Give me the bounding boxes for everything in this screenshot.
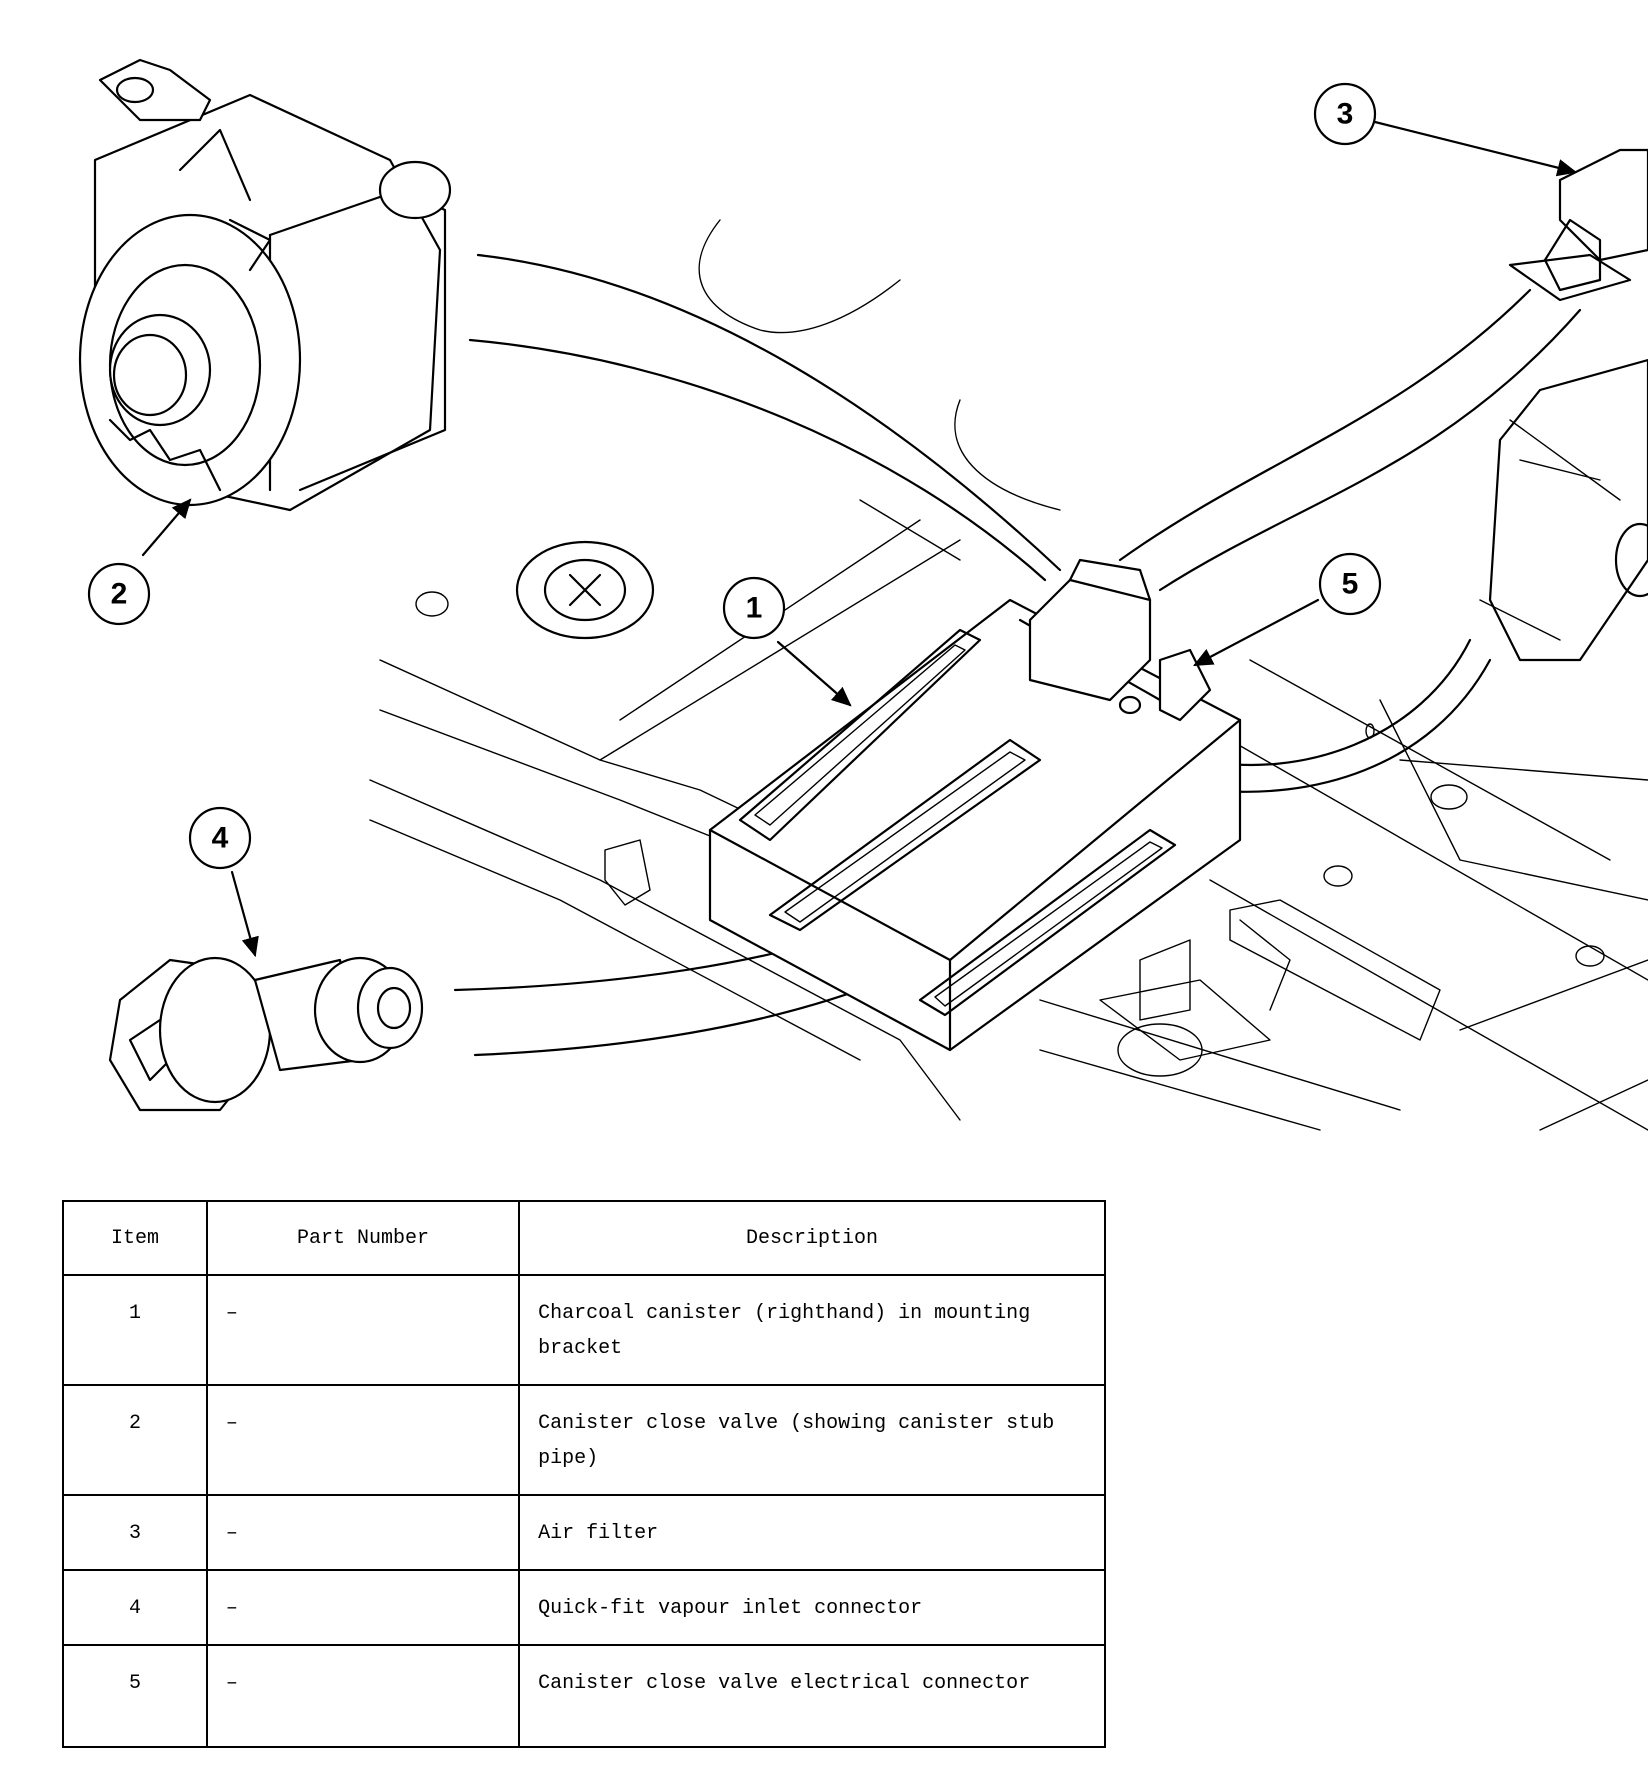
- callout-3: 3: [1313, 82, 1377, 146]
- mounted-close-valve: [1028, 558, 1212, 722]
- row-description: Canister close valve electrical connecto…: [518, 1644, 1106, 1748]
- header-item: Item: [62, 1200, 208, 1276]
- callout-4-label: 4: [212, 822, 229, 855]
- parts-table: Item Part Number Description 1 – Charcoa…: [62, 1200, 1106, 1748]
- table-header-row: Item Part Number Description: [62, 1200, 1106, 1276]
- header-part-number: Part Number: [205, 1200, 521, 1276]
- row-description: Charcoal canister (righthand) in mountin…: [518, 1274, 1106, 1386]
- diagram-drawing: 1 2 3 4 5: [78, 58, 1648, 1131]
- leader-lines: [141, 120, 1578, 958]
- table-row: 3 – Air filter: [62, 1494, 1106, 1571]
- row-description: Canister close valve (showing canister s…: [518, 1384, 1106, 1496]
- row-part-number: –: [205, 1569, 521, 1646]
- callout-5-label: 5: [1342, 568, 1359, 601]
- canister-close-valve: [78, 58, 452, 512]
- callout-1: 1: [722, 576, 786, 640]
- row-description: Quick-fit vapour inlet connector: [518, 1569, 1106, 1646]
- table-row: 4 – Quick-fit vapour inlet connector: [62, 1569, 1106, 1646]
- table-row: 2 – Canister close valve (showing canist…: [62, 1384, 1106, 1496]
- row-part-number: –: [205, 1644, 521, 1748]
- callout-5: 5: [1318, 552, 1382, 616]
- header-description: Description: [518, 1200, 1106, 1276]
- air-filter: [1479, 148, 1648, 662]
- table-row: 1 – Charcoal canister (righthand) in mou…: [62, 1274, 1106, 1386]
- callout-3-label: 3: [1337, 98, 1354, 131]
- row-part-number: –: [205, 1494, 521, 1571]
- callout-1-label: 1: [746, 592, 763, 625]
- row-part-number: –: [205, 1274, 521, 1386]
- row-item: 2: [62, 1384, 208, 1496]
- exploded-diagram: 1 2 3 4 5: [78, 58, 1648, 1131]
- row-item: 4: [62, 1569, 208, 1646]
- row-part-number: –: [205, 1384, 521, 1496]
- row-item: 3: [62, 1494, 208, 1571]
- table-row: 5 – Canister close valve electrical conn…: [62, 1644, 1106, 1748]
- quick-fit-connector: [108, 956, 424, 1112]
- vehicle-body-lines: [369, 219, 1648, 1131]
- row-item: 5: [62, 1644, 208, 1748]
- charcoal-canister: [708, 598, 1242, 1052]
- row-description: Air filter: [518, 1494, 1106, 1571]
- row-item: 1: [62, 1274, 208, 1386]
- callout-2: 2: [87, 562, 151, 626]
- callout-4: 4: [188, 806, 252, 870]
- callout-2-label: 2: [111, 578, 128, 611]
